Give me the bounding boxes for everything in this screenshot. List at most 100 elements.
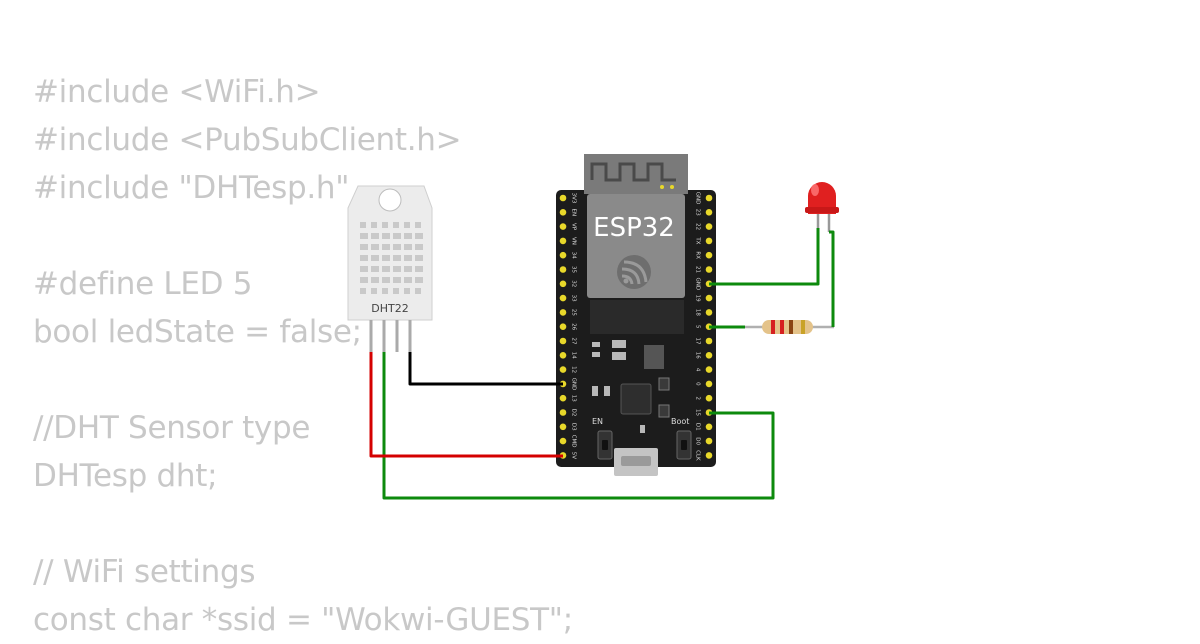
grille-slot	[393, 277, 401, 283]
board-name: ESP32	[593, 213, 675, 243]
grille-slot	[360, 255, 368, 261]
grille-slot	[404, 244, 412, 250]
pin-cmd[interactable]	[559, 437, 567, 445]
pin-label: 21	[695, 266, 701, 273]
grille-slot	[360, 233, 368, 239]
boot-button[interactable]	[676, 430, 692, 460]
shield-can	[587, 194, 685, 298]
sensor-grille	[360, 222, 423, 294]
pin-26[interactable]	[559, 323, 567, 331]
grille-slot	[382, 244, 390, 250]
pin-en[interactable]	[559, 209, 567, 216]
pin-label: 15	[695, 409, 701, 416]
grille-slot	[360, 266, 368, 272]
pin-label: 26	[571, 323, 577, 330]
grille-slot	[404, 266, 412, 272]
en-button[interactable]	[597, 430, 613, 460]
pin-33[interactable]	[559, 294, 567, 302]
pin-d2[interactable]	[559, 409, 567, 416]
grille-slot	[371, 222, 377, 228]
pin-22[interactable]	[705, 223, 713, 230]
pin-label: 12	[571, 366, 577, 373]
grille-slot	[415, 277, 423, 283]
pin-label: CLK	[695, 450, 701, 461]
grille-slot	[415, 233, 423, 239]
pin-label: 14	[571, 352, 577, 359]
pin-label: 27	[571, 338, 577, 345]
pin-gnd[interactable]	[705, 194, 713, 202]
grille-slot	[371, 266, 379, 272]
pin-2[interactable]	[705, 394, 713, 402]
antenna-trace	[590, 162, 676, 182]
module-pads	[590, 300, 684, 334]
pin-d1[interactable]	[705, 423, 713, 431]
pin-25[interactable]	[559, 309, 567, 316]
grille-slot	[393, 255, 401, 261]
pin-34[interactable]	[559, 251, 567, 259]
pin-27[interactable]	[559, 337, 567, 345]
pin-label: GND	[571, 378, 577, 391]
pin-label: 23	[695, 209, 701, 216]
pin-16[interactable]	[705, 352, 713, 359]
grille-slot	[382, 222, 388, 228]
left-pin-header: 3V3ENVPVN343532332526271412GND13D2D3CMD5…	[559, 193, 577, 459]
regulator-chip	[644, 345, 664, 369]
pin-d0[interactable]	[705, 437, 713, 445]
pin-label: GND	[695, 277, 701, 290]
pin-3v3[interactable]	[559, 194, 567, 202]
pin-23[interactable]	[705, 209, 713, 216]
pin-32[interactable]	[559, 280, 567, 288]
pin-4[interactable]	[705, 366, 713, 373]
pin-vn[interactable]	[559, 237, 567, 245]
pin-vp[interactable]	[559, 223, 567, 230]
grille-slot	[404, 288, 410, 294]
resistor[interactable]	[745, 320, 834, 334]
pin-tx[interactable]	[705, 237, 713, 245]
grille-slot	[360, 277, 368, 283]
pin-label: GND	[695, 192, 701, 205]
pin-label: 0	[695, 382, 701, 386]
pin-rx[interactable]	[705, 251, 713, 259]
pin-13[interactable]	[559, 394, 567, 402]
sensor-legs	[369, 320, 412, 352]
pin-clk[interactable]	[705, 452, 713, 459]
code-line: DHTesp dht;	[33, 458, 218, 494]
wires	[369, 228, 835, 500]
code-snippet: #include <WiFi.h>#include <PubSubClient.…	[33, 68, 573, 644]
smd-components	[592, 340, 670, 433]
pin-12[interactable]	[559, 366, 567, 373]
pin-19[interactable]	[705, 294, 713, 302]
grille-slot	[393, 244, 401, 250]
pin-label: D3	[571, 423, 577, 431]
grille-slot	[393, 266, 401, 272]
grille-slot	[404, 277, 412, 283]
pin-label: 35	[571, 266, 577, 273]
pin-35[interactable]	[559, 266, 567, 273]
pin-label: VN	[571, 237, 577, 245]
dht22-sensor[interactable]: DHT22	[347, 185, 433, 352]
grille-slot	[360, 244, 368, 250]
pin-21[interactable]	[705, 266, 713, 273]
pin-label: 3V3	[571, 193, 577, 204]
grille-slot	[415, 222, 421, 228]
pin-label: 18	[695, 309, 701, 316]
grille-slot	[382, 266, 390, 272]
pin-label: EN	[571, 209, 577, 217]
pin-label: 4	[695, 368, 701, 372]
grille-slot	[415, 288, 421, 294]
grille-slot	[393, 233, 401, 239]
pin-d3[interactable]	[559, 423, 567, 431]
esp32-board[interactable]: ESP32 EN Boot	[556, 154, 716, 476]
code-line: // WiFi settings	[33, 554, 256, 590]
pin-17[interactable]	[705, 337, 713, 345]
usb-port[interactable]	[614, 448, 658, 476]
pin-label: D0	[695, 437, 701, 445]
usb-uart-chip	[620, 383, 652, 415]
pin-14[interactable]	[559, 352, 567, 359]
red-led[interactable]	[805, 182, 839, 232]
pin-18[interactable]	[705, 309, 713, 316]
sensor-body	[347, 185, 433, 321]
pin-0[interactable]	[705, 380, 713, 388]
wire-dht-data	[382, 352, 775, 500]
code-line: //DHT Sensor type	[33, 410, 311, 446]
